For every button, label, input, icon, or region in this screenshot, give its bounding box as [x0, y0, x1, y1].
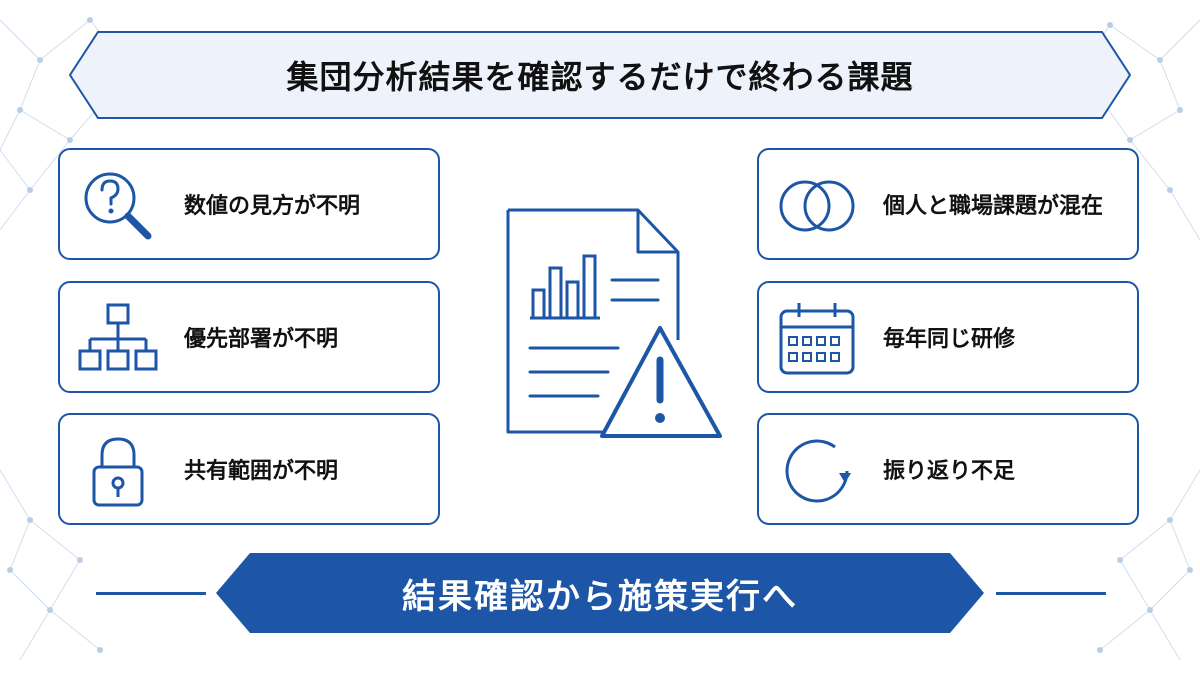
left-divider-line	[96, 592, 206, 595]
conclusion-banner-shape	[216, 553, 984, 633]
page-title: 集団分析結果を確認するだけで終わる課題	[286, 58, 914, 96]
question-search-icon	[84, 172, 152, 240]
card-same-training: 毎年同じ研修	[757, 281, 1139, 393]
lock-icon	[92, 437, 144, 507]
title-banner-shape	[68, 31, 1132, 119]
cycle-arrow-icon	[785, 439, 851, 503]
calendar-icon	[779, 303, 855, 375]
card-priority-department: 優先部署が不明	[58, 281, 440, 393]
card-sharing-scope: 共有範囲が不明	[58, 413, 440, 525]
card-mixed-issues: 個人と職場課題が混在	[757, 148, 1139, 260]
card-label: 振り返り不足	[883, 459, 1016, 484]
card-label: 優先部署が不明	[184, 327, 339, 352]
right-divider-line	[996, 592, 1106, 595]
title-banner: 集団分析結果を確認するだけで終わる課題	[68, 30, 1132, 120]
card-label: 数値の見方が不明	[184, 194, 361, 219]
card-label: 毎年同じ研修	[883, 327, 1016, 352]
overlap-circles-icon	[779, 180, 855, 232]
conclusion-banner: 結果確認から施策実行へ	[216, 553, 984, 633]
conclusion-text: 結果確認から施策実行へ	[402, 576, 798, 617]
org-chart-icon	[78, 303, 158, 371]
card-number-reading: 数値の見方が不明	[58, 148, 440, 260]
card-label: 共有範囲が不明	[184, 459, 339, 484]
card-label: 個人と職場課題が混在	[883, 194, 1104, 219]
card-lack-of-review: 振り返り不足	[757, 413, 1139, 525]
report-warning-icon	[506, 208, 722, 438]
